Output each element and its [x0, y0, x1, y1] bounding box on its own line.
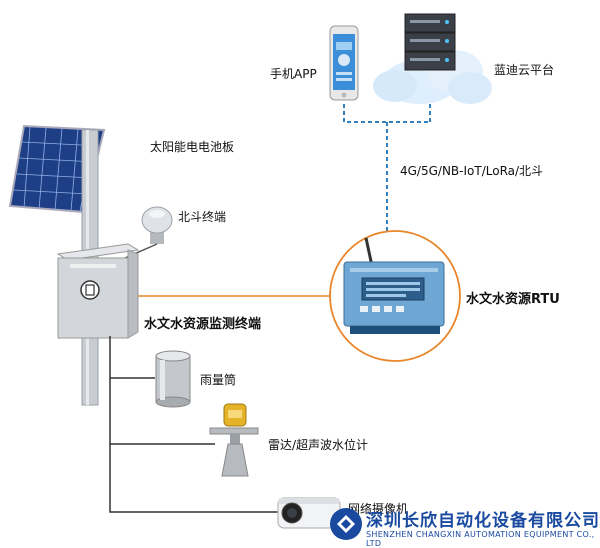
company-name-en: SHENZHEN CHANGXIN AUTOMATION EQUIPMENT C… — [366, 530, 595, 548]
cloud-server-icon — [373, 13, 492, 104]
sensor-wiring — [109, 336, 283, 513]
monitoring-cabinet-icon — [56, 243, 140, 339]
beidou-terminal-label: 北斗终端 — [178, 210, 227, 224]
camera-label: 网络摄像机 — [348, 502, 409, 516]
beidou-antenna-icon — [124, 206, 173, 259]
company-watermark: 深圳长欣自动化设备有限公司 SHENZHEN CHANGXIN AUTOMATI… — [326, 502, 600, 548]
network-link-dashed — [343, 104, 431, 238]
rtu-label: 水文水资源RTU — [466, 292, 560, 307]
rain-gauge-label: 雨量筒 — [200, 373, 237, 387]
cloud-platform-label: 蓝迪云平台 — [494, 63, 555, 77]
network-camera-icon — [277, 497, 341, 529]
company-logo-icon — [330, 508, 362, 540]
company-name-cn: 深圳长欣自动化设备有限公司 — [366, 511, 600, 531]
monitor-terminal-label: 水文水资源监测终端 — [144, 317, 262, 332]
rain-gauge-icon — [155, 350, 191, 408]
radar-level-meter-icon — [209, 403, 259, 477]
rtu-device-icon — [329, 230, 461, 362]
solar-panel-label: 太阳能电电池板 — [150, 140, 235, 154]
phone-icon — [329, 25, 359, 101]
radar-level-label: 雷达/超声波水位计 — [268, 438, 369, 452]
comm-protocols-label: 4G/5G/NB-IoT/LoRa/北斗 — [400, 164, 544, 178]
mobile-app-label: 手机APP — [270, 67, 317, 81]
